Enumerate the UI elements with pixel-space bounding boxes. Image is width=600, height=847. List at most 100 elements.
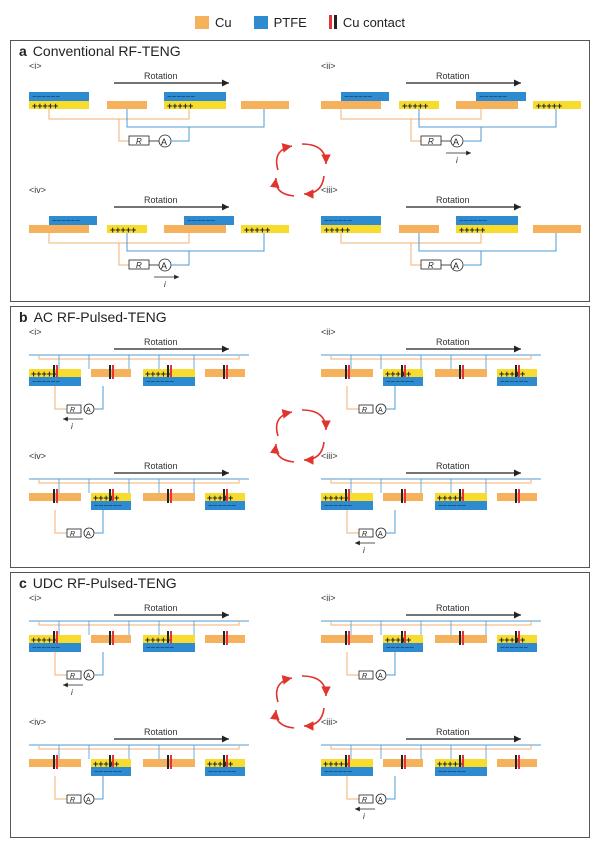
state-label: <ii>: [321, 61, 336, 71]
rotation-label: Rotation: [144, 727, 178, 737]
contact-red: [112, 755, 114, 769]
ammeter-label: A: [378, 673, 383, 680]
contact-dark: [459, 631, 461, 645]
ptfe-layer: [205, 501, 245, 510]
cu-electrode: [399, 101, 439, 109]
ptfe-layer: [435, 767, 487, 776]
cycle-arrow-icon: [275, 409, 293, 437]
resistor-icon: [420, 135, 442, 146]
positive-charge: +++++: [145, 369, 171, 379]
cu-bus: [330, 621, 532, 626]
resistor-icon: [358, 404, 374, 414]
cu-electrode: [241, 101, 289, 109]
rotation-label: Rotation: [436, 727, 470, 737]
negative-charge: −−−−−−: [94, 767, 122, 776]
cu-electrode: [456, 101, 518, 109]
ptfe-layer: [383, 643, 423, 652]
current-label: i: [363, 812, 365, 821]
ptfe-layer: [321, 216, 381, 225]
legend-item-contact: Cu contact: [328, 15, 405, 30]
contact-red: [56, 489, 58, 503]
contact-red: [404, 631, 406, 645]
cu-electrode: [164, 101, 226, 109]
contact-red: [170, 755, 172, 769]
contact-red: [56, 631, 58, 645]
negative-charge: −−−−−−: [438, 501, 466, 510]
panel-a-letter: a: [19, 43, 27, 59]
contact-red: [404, 489, 406, 503]
cu-electrode: [107, 225, 147, 233]
contact-dark: [401, 755, 403, 769]
negative-charge: −−−−−−: [500, 643, 528, 652]
negative-charge: −−−−−−: [479, 92, 507, 101]
resistor-label: R: [362, 673, 367, 680]
contact-red: [170, 631, 172, 645]
cu-bus: [38, 745, 240, 750]
cu-electrode: [29, 225, 89, 233]
resistor-icon: [66, 404, 82, 414]
panel-b-letter: b: [19, 309, 28, 325]
cycle-arrow-icon: [301, 675, 331, 697]
contact-dark: [345, 365, 347, 379]
state-label: <iii>: [321, 717, 338, 727]
contact-dark: [53, 631, 55, 645]
negative-charge: −−−−−−: [500, 377, 528, 386]
cu-electrode: [321, 225, 381, 233]
cu-bus: [330, 479, 532, 484]
legend-item-ptfe: PTFE: [253, 15, 307, 30]
contact-red: [348, 631, 350, 645]
negative-charge: −−−−−−: [324, 216, 352, 225]
positive-charge: +++++: [93, 493, 119, 503]
contact-dark: [345, 631, 347, 645]
cu-electrode: [456, 225, 518, 233]
ammeter-label: A: [86, 531, 91, 538]
cycle-arrow-icon: [303, 441, 325, 465]
cycle-arrow-icon: [301, 409, 331, 431]
contact-red: [518, 755, 520, 769]
cu-bus: [38, 621, 240, 626]
state-label: <iv>: [29, 451, 46, 461]
cu-electrode: [164, 225, 226, 233]
negative-charge: −−−−−−: [386, 643, 414, 652]
positive-charge: +++++: [32, 101, 58, 111]
ptfe-layer: [435, 501, 487, 510]
negative-charge: −−−−−−: [32, 92, 60, 101]
cu-bus: [38, 479, 240, 484]
cycle-arrow-icon: [275, 675, 293, 703]
ptfe-lead: [94, 652, 104, 676]
ammeter-label: A: [453, 261, 459, 271]
positive-charge: +++++: [145, 635, 171, 645]
contact-dark: [223, 489, 225, 503]
ptfe-layer: [29, 377, 81, 386]
ptfe-layer: [321, 767, 373, 776]
state-label: <iii>: [321, 185, 338, 195]
legend-item-cu: Cu: [194, 15, 232, 30]
current-label: i: [71, 422, 73, 431]
positive-charge: +++++: [459, 225, 485, 235]
cycle-arrow-icon: [270, 177, 295, 197]
cycle-arrow-icon: [303, 707, 325, 731]
resistor-label: R: [362, 531, 367, 538]
contact-red: [518, 489, 520, 503]
cycle-arrow-icon: [275, 143, 293, 171]
cycle-arrow-icon: [303, 175, 325, 199]
ammeter-label: A: [378, 797, 383, 804]
positive-charge: +++++: [167, 101, 193, 111]
resistor-label: R: [362, 407, 367, 414]
ptfe-layer: [497, 643, 537, 652]
panel-c-title-text: UDC RF-Pulsed-TENG: [32, 575, 177, 591]
rotation-label: Rotation: [436, 603, 470, 613]
negative-charge: −−−−−−: [52, 216, 80, 225]
positive-charge: +++++: [110, 225, 136, 235]
resistor-label: R: [428, 261, 434, 270]
contact-red: [112, 489, 114, 503]
negative-charge: −−−−−−: [167, 92, 195, 101]
negative-charge: −−−−−−: [324, 767, 352, 776]
state-label: <i>: [29, 61, 42, 71]
resistor-label: R: [362, 797, 367, 804]
cu-bus: [38, 355, 240, 360]
contact-red: [226, 631, 228, 645]
